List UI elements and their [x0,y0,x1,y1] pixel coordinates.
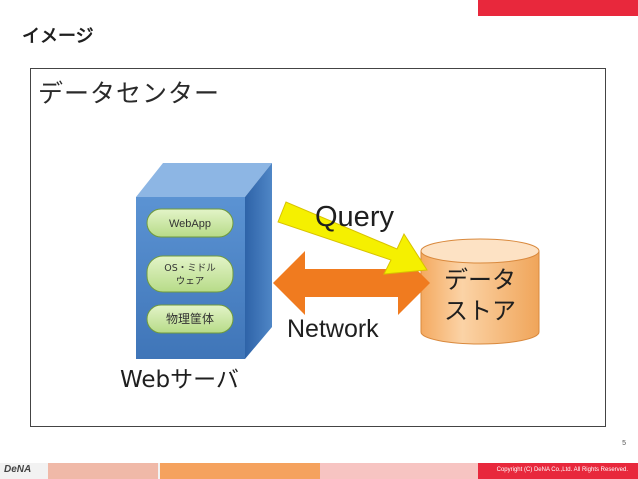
layer-webapp-label: WebApp [169,218,211,230]
web-server-label: Webサーバ [120,367,239,393]
layer-webapp: WebApp [146,208,234,238]
datastore-cylinder: データ ストア [420,238,540,345]
layer-label-line: OS・ミドル [164,263,216,274]
datastore-label-line1: データ [444,266,516,294]
query-label: Query [315,201,394,233]
dena-logo: DeNA [4,464,32,475]
slide-title: イメージ [22,26,94,47]
page-number: 5 [622,440,626,447]
network-arrow [273,251,430,315]
layer-hardware: 物理筐体 [146,304,234,334]
layer-label-line: ウェア [176,276,205,287]
data-center-frame [30,68,606,427]
copyright-text: Copyright (C) DeNA Co.,Ltd. All Rights R… [496,467,628,473]
network-label: Network [287,315,379,343]
layer-os-middleware: OS・ミドルウェア [146,255,234,293]
datastore-label-line2: ストア [444,297,516,325]
layer-hardware-label: 物理筐体 [166,311,214,326]
data-center-label: データセンター [38,79,221,108]
footer-bar [0,463,638,479]
query-arrow [277,201,428,275]
top-accent-bar [478,0,638,16]
layer-os-middleware-label: OS・ミドルウェア [164,263,216,287]
